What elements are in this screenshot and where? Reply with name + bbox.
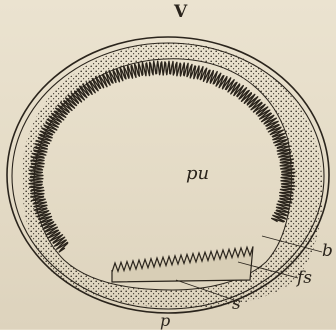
- label-fs: fs: [297, 270, 312, 287]
- label-pu: pu: [186, 165, 209, 183]
- label-b: b: [322, 243, 333, 260]
- label-v: V: [174, 4, 187, 21]
- label-p: p: [160, 313, 170, 329]
- basal-ridge: [112, 246, 253, 282]
- label-s: s: [232, 296, 241, 313]
